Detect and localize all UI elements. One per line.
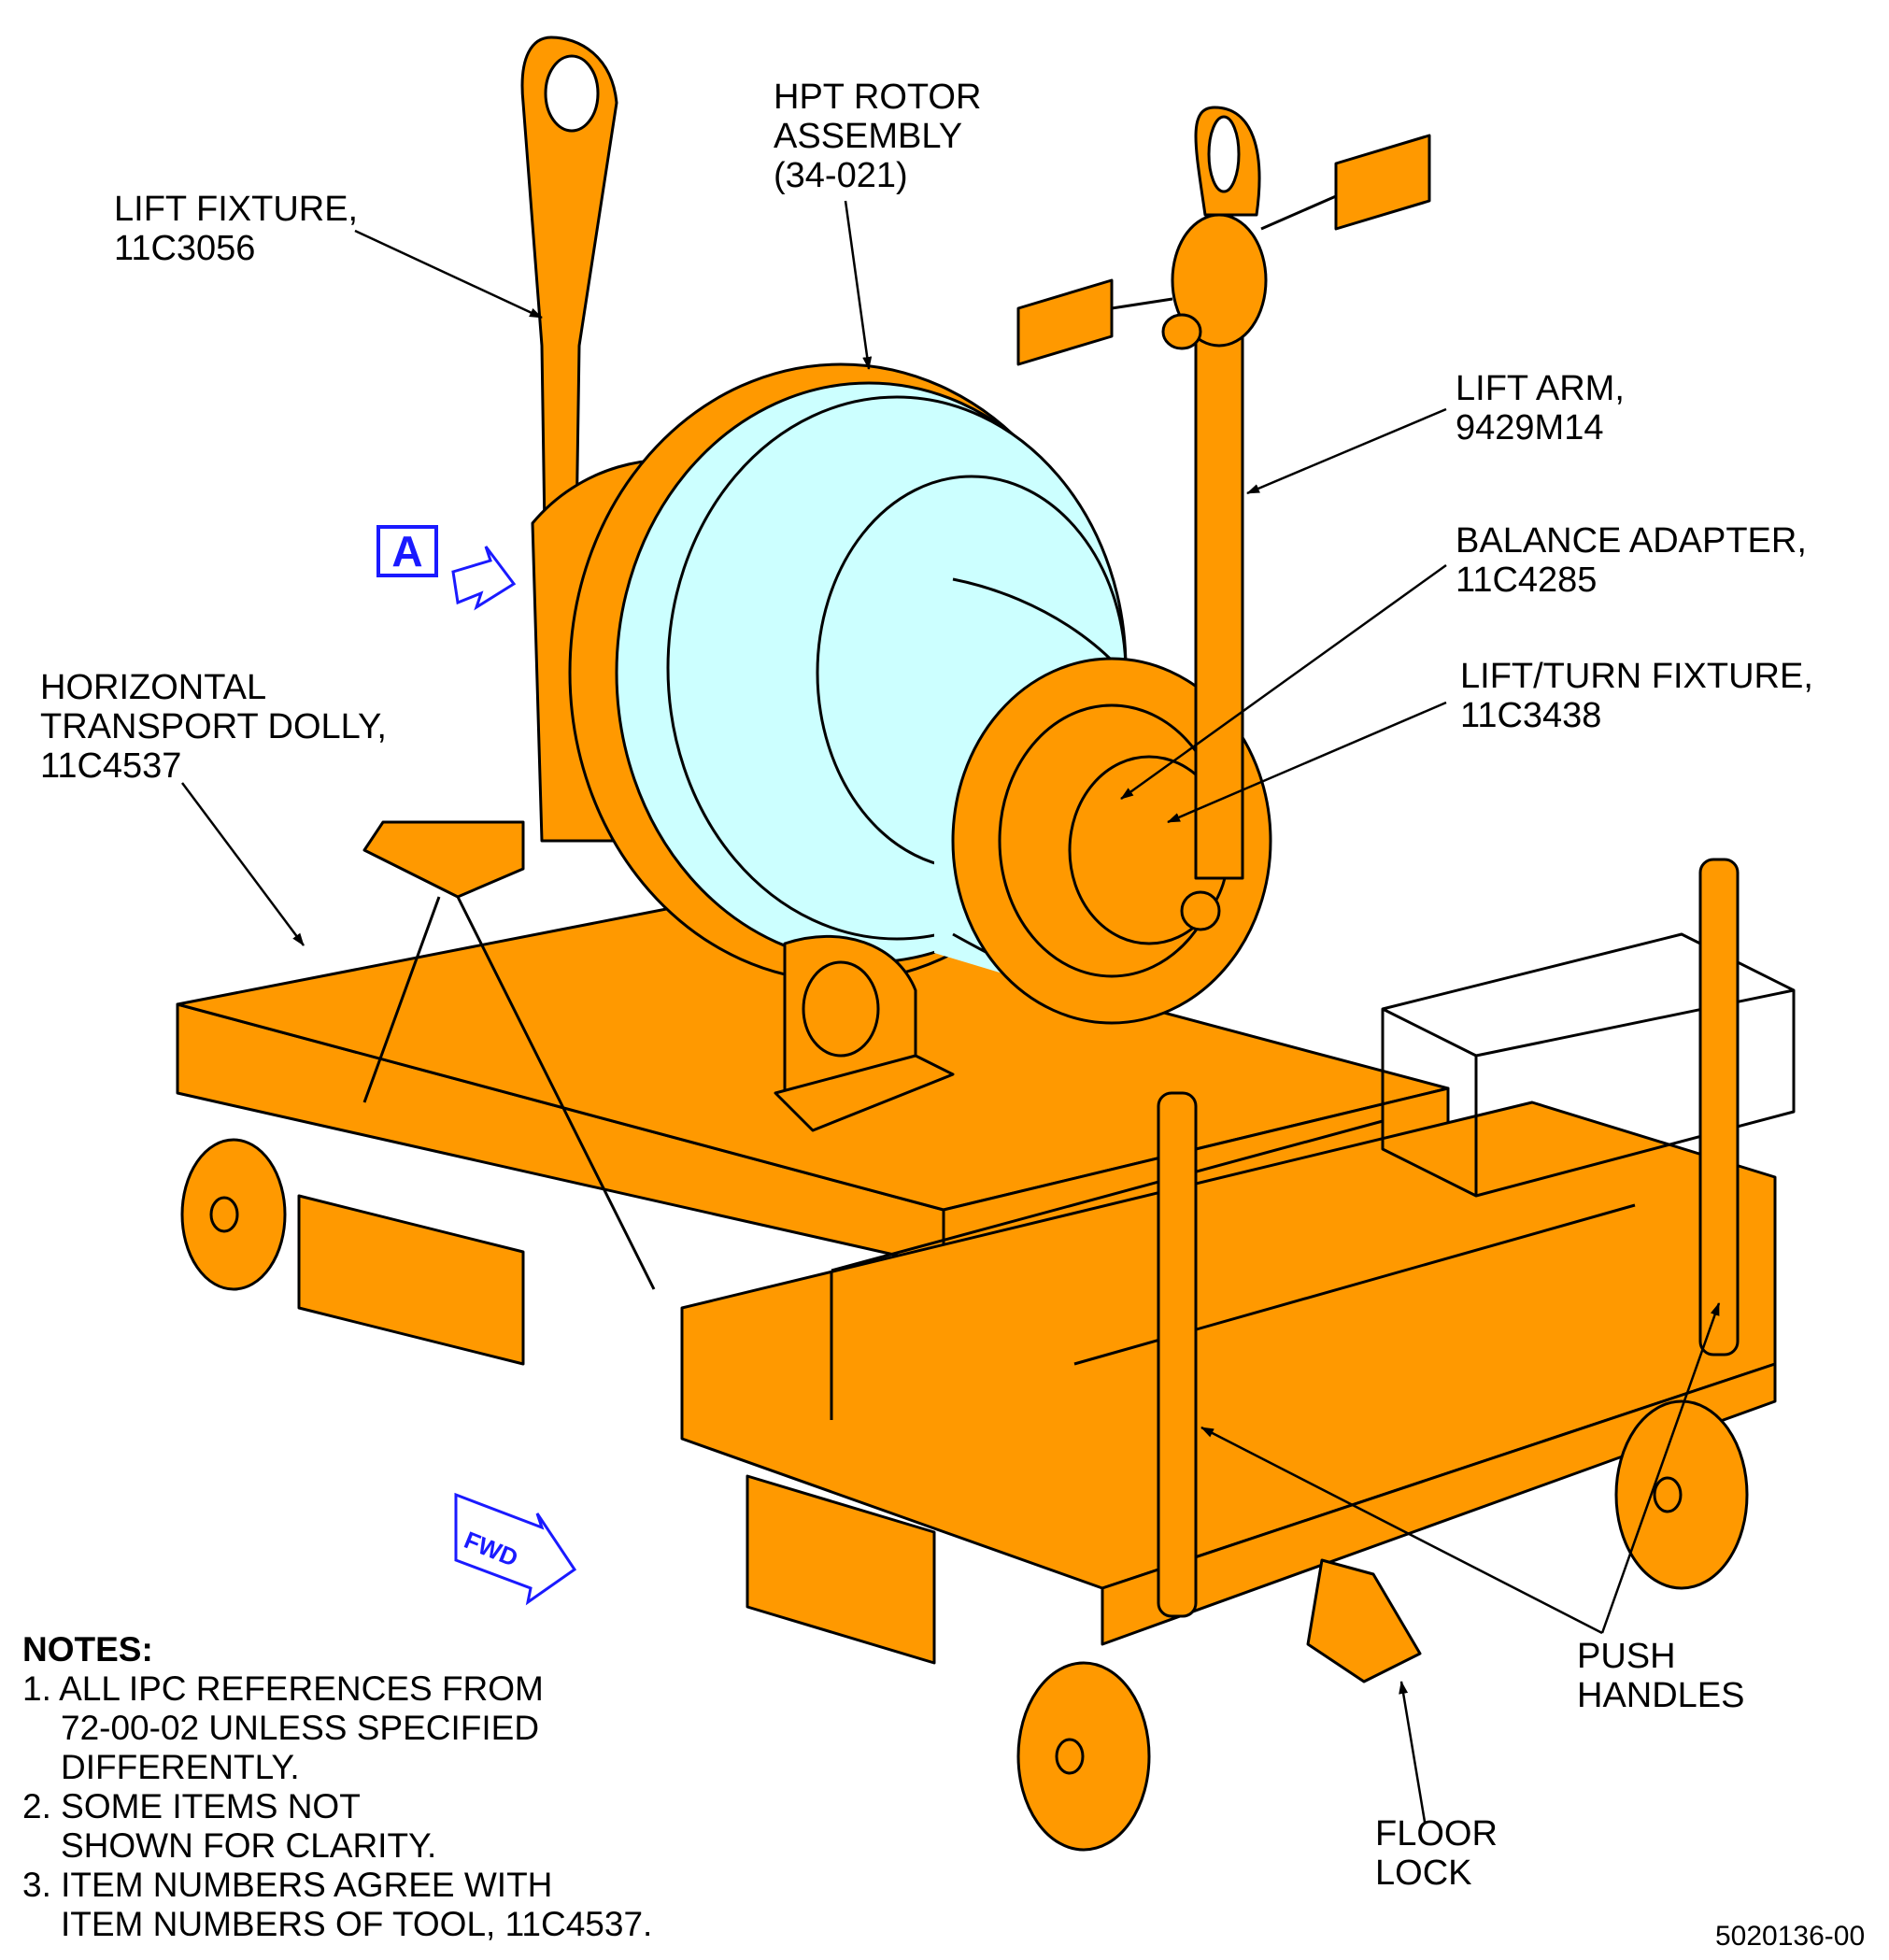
label-hpt-rotor: HPT ROTOR ASSEMBLY (34-021): [774, 78, 981, 195]
label-line: 11C3438: [1460, 696, 1602, 735]
label-line: 11C4537: [40, 746, 182, 786]
view-arrow: [451, 546, 517, 611]
label-lift-fixture: LIFT FIXTURE, 11C3056: [114, 190, 358, 268]
tag-left: [1016, 278, 1114, 366]
label-line: 9429M14: [1456, 408, 1604, 447]
notes-block: NOTES: 1. ALL IPC REFERENCES FROM 72-00-…: [22, 1630, 652, 1944]
note-line: ITEM NUMBERS OF TOOL, 11C4537.: [61, 1905, 653, 1943]
note-line: SHOWN FOR CLARITY.: [61, 1826, 437, 1865]
rear-basket: [1381, 932, 1796, 1198]
label-push-handles: PUSH HANDLES: [1577, 1637, 1745, 1715]
note-line: DIFFERENTLY.: [61, 1748, 300, 1786]
label-line: HPT ROTOR: [774, 78, 982, 117]
leader-balance-adapter: [1120, 563, 1447, 801]
note-line: 3. ITEM NUMBERS AGREE WITH: [22, 1866, 553, 1904]
label-line: FLOOR: [1375, 1814, 1498, 1853]
label-line: (34-021): [774, 156, 908, 195]
label-line: HANDLES: [1577, 1676, 1745, 1715]
left-caster-wheel: [180, 1138, 287, 1291]
fwd-arrow-icon: FWD: [454, 1492, 577, 1606]
leader-dolly: [180, 782, 305, 946]
label-balance-adapter: BALANCE ADAPTER, 11C4285: [1456, 521, 1807, 600]
rear-caster-wheel: [1614, 1399, 1749, 1590]
note-line: 1. ALL IPC REFERENCES FROM: [22, 1669, 544, 1708]
floor-lock-pedal: [1306, 1558, 1422, 1683]
leader-lift-arm: [1246, 407, 1447, 495]
leader-floor-lock: [1399, 1681, 1427, 1823]
note-line: 2. SOME ITEMS NOT: [22, 1787, 361, 1825]
figure-number: 5020136-00: [1715, 1921, 1866, 1952]
label-line: TRANSPORT DOLLY,: [40, 707, 387, 746]
leader-push-rear: [1600, 1302, 1721, 1634]
leader-lift-fixture: [354, 229, 543, 320]
label-line: PUSH: [1577, 1637, 1676, 1676]
under-box-mid: [746, 1474, 936, 1665]
label-line: 11C3056: [114, 229, 256, 268]
hpt-rotor-assembly: [568, 362, 1151, 1020]
label-lift-arm: LIFT ARM, 9429M14: [1456, 369, 1625, 447]
front-caster-wheel: [1016, 1661, 1151, 1852]
label-line: ASSEMBLY: [774, 117, 963, 156]
leader-lift-turn: [1167, 701, 1447, 824]
leader-hpt-rotor: [844, 200, 873, 370]
label-line: LIFT/TURN FIXTURE,: [1460, 657, 1813, 696]
push-handle-rear: [1698, 858, 1740, 1356]
note-line: 72-00-02 UNLESS SPECIFIED: [61, 1709, 540, 1747]
label-line: LIFT FIXTURE,: [114, 190, 359, 229]
push-handle-front: [1157, 1091, 1198, 1618]
label-line: LOCK: [1375, 1853, 1472, 1893]
view-callout-a: A: [376, 525, 438, 577]
notes-header: NOTES:: [22, 1630, 153, 1669]
label-line: 11C4285: [1456, 561, 1598, 600]
leader-push-front: [1200, 1426, 1603, 1635]
under-box-left: [297, 1194, 525, 1366]
tag-right: [1334, 134, 1431, 231]
label-line: LIFT ARM,: [1456, 369, 1625, 408]
label-line: HORIZONTAL: [40, 668, 267, 707]
label-lift-turn-fixture: LIFT/TURN FIXTURE, 11C3438: [1460, 657, 1813, 735]
label-horizontal-dolly: HORIZONTAL TRANSPORT DOLLY, 11C4537: [40, 668, 387, 786]
rear-cart-side: [1101, 1362, 1777, 1646]
label-line: BALANCE ADAPTER,: [1456, 521, 1807, 561]
lift-arm-bar: [1194, 334, 1244, 880]
label-floor-lock: FLOOR LOCK: [1375, 1814, 1498, 1893]
support-bracket: [362, 820, 525, 899]
